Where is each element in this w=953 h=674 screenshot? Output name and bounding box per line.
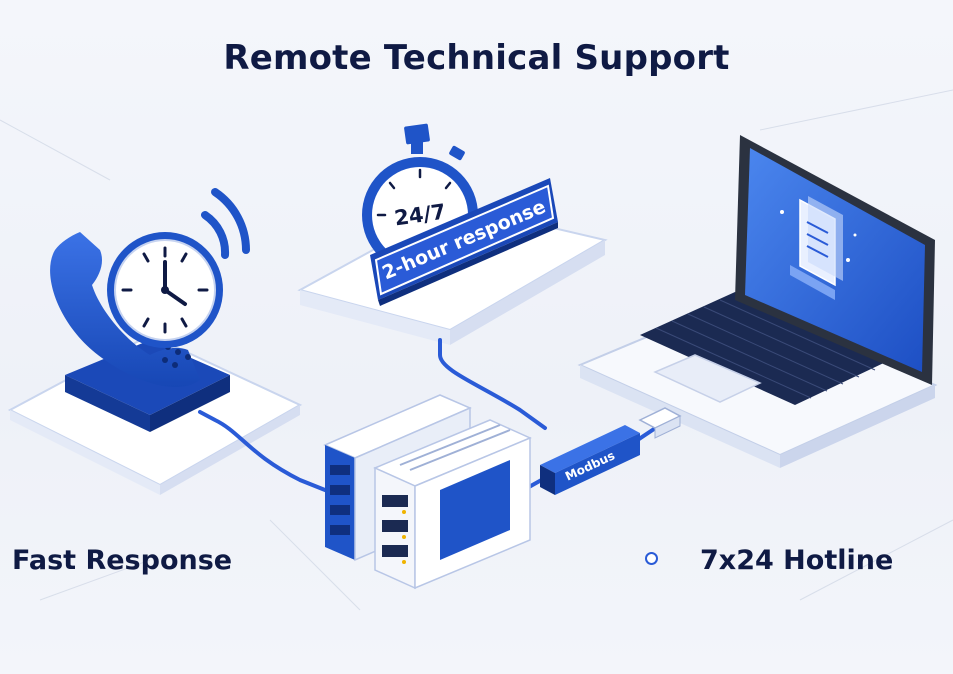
response-banner bbox=[370, 178, 558, 306]
laptop-icon bbox=[577, 135, 938, 468]
page-title: Remote Technical Support bbox=[223, 38, 730, 78]
background-lines bbox=[0, 89, 953, 611]
fast-response-label: Fast Response bbox=[12, 545, 233, 576]
plc-module-icon bbox=[323, 394, 532, 590]
hotline-label: 7x24 Hotline bbox=[700, 545, 894, 576]
bullet-dot bbox=[645, 552, 658, 565]
modbus-converter-icon bbox=[540, 407, 682, 495]
clock-icon bbox=[107, 188, 250, 348]
document-icon bbox=[780, 196, 857, 300]
